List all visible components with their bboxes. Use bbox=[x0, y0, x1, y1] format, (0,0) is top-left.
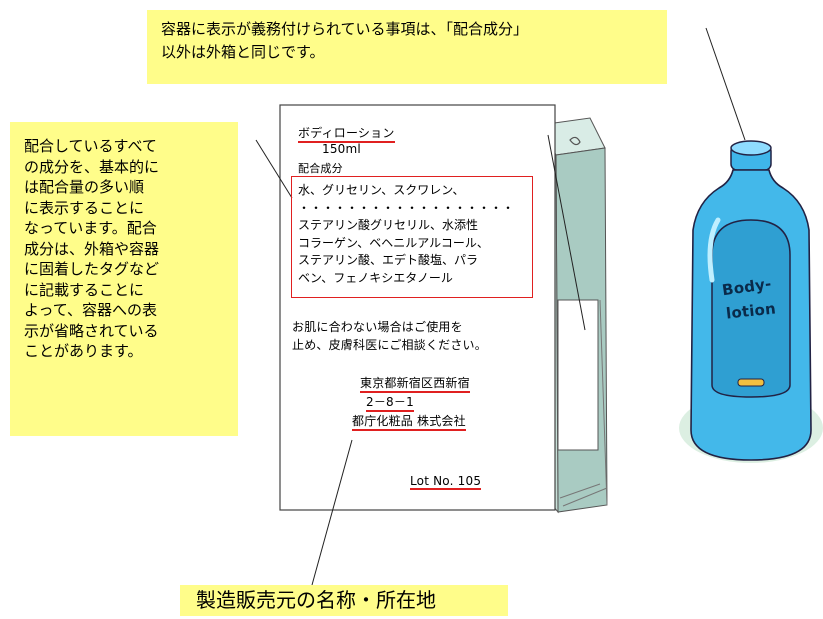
left-note-line: は配合量の多い順 bbox=[24, 178, 145, 196]
address-line-1: 東京都新宿区西新宿 bbox=[360, 374, 470, 393]
lotion-bottle bbox=[690, 140, 812, 461]
ingredient-line: ステアリン酸グリセリル、水添性 bbox=[298, 218, 479, 232]
left-note-line: 成分は、外箱や容器 bbox=[24, 239, 160, 258]
company-name: 都庁化粧品 株式会社 bbox=[352, 412, 466, 431]
ingredient-line: コラーゲン、ベヘニルアルコール、 bbox=[298, 235, 489, 250]
left-note-line: 示が省略されている bbox=[24, 321, 159, 340]
left-note-line: なっています。配合 bbox=[24, 219, 157, 237]
left-note-line: 配合しているすべて bbox=[24, 137, 157, 155]
left-note-line: に固着したタグなど bbox=[24, 260, 160, 278]
left-note-line: に記載することに bbox=[24, 280, 145, 299]
bottom-note-box: 製造販売元の名称・所在地 bbox=[180, 585, 508, 616]
caution-line-2: 止め、皮膚科医にご相談ください。 bbox=[292, 338, 487, 352]
left-note-line: よって、容器への表 bbox=[24, 301, 158, 319]
ingredient-line: ベン、フェノキシエタノール bbox=[298, 270, 453, 285]
ingredient-line: ・・・・・・・・・・・・・・・・・・ bbox=[298, 200, 515, 215]
left-note-line: に表示することに bbox=[24, 198, 145, 217]
ingredient-line: ステアリン酸、エデト酸塩、パラ bbox=[298, 253, 479, 267]
ingredients-list: 水、グリセリン、スクワレン、 ・・・・・・・・・・・・・・・・・・ ステアリン酸… bbox=[298, 182, 514, 287]
bottom-note-text: 製造販売元の名称・所在地 bbox=[196, 588, 436, 612]
ingredients-highlight-box bbox=[291, 176, 533, 298]
left-note-box: 配合しているすべて の成分を、基本的に は配合量の多い順 に表示することに なっ… bbox=[10, 122, 238, 436]
top-note-box: 容器に表示が義務付けられている事項は、「配合成分」 以外は外箱と同じです。 bbox=[147, 10, 667, 84]
product-name: ボディローション bbox=[298, 124, 395, 143]
label-card bbox=[279, 104, 556, 511]
ingredients-heading: 配合成分 bbox=[298, 162, 343, 175]
lot-number: Lot No. 105 bbox=[410, 474, 482, 490]
top-note-line1: 容器に表示が義務付けられている事項は、「配合成分」 bbox=[161, 20, 529, 38]
address-line-2: 2－8－1 bbox=[366, 393, 414, 412]
pointer-lines bbox=[255, 27, 746, 586]
left-note-line: ことがあります。 bbox=[24, 342, 143, 360]
ingredient-line: 水、グリセリン、スクワレン、 bbox=[298, 183, 465, 197]
top-note-line2: 以外は外箱と同じです。 bbox=[161, 43, 325, 61]
product-volume: 150ml bbox=[322, 142, 361, 156]
left-note-line: の成分を、基本的に bbox=[24, 157, 160, 176]
caution-line-1: お肌に合わない場合はご使用を bbox=[292, 320, 463, 334]
